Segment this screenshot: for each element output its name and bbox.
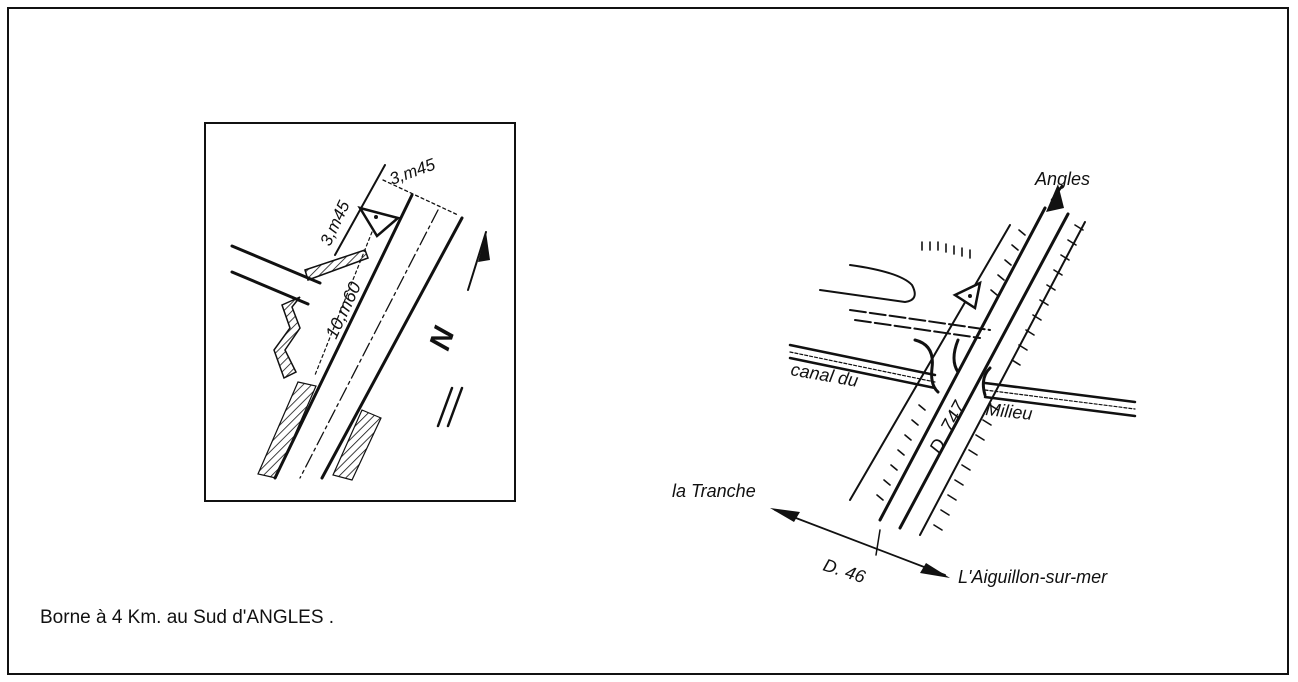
road-d46 [770,508,950,578]
side-road-left [819,264,991,339]
road-main-label: D. 747 [926,397,971,458]
dest-east-label: L'Aiguillon-sur-mer [958,567,1108,587]
canal [788,343,1137,418]
map-sheet-border [7,7,1289,675]
survey-marker-icon [952,280,982,311]
dest-west-label: la Tranche [672,481,756,501]
dest-north-label: Angles [1034,169,1090,189]
location-sketch: Angles canal du Milieu D. 747 la Tranche… [672,169,1137,588]
bridge [913,338,992,397]
main-road [273,193,464,480]
embankment-ticks [876,224,1084,531]
road-d747 [849,184,1086,536]
wall-hatched [257,249,382,481]
survey-marker-icon [357,206,401,238]
north-arrow-icon [436,231,490,428]
road-cross-label: D. 46 [821,555,869,588]
canal-right-label: Milieu [985,399,1034,424]
detail-inset: 3,m45 3,m45 10,m60 N [204,122,516,502]
caption-text: Borne à 4 Km. au Sud d'ANGLES . [40,607,335,628]
